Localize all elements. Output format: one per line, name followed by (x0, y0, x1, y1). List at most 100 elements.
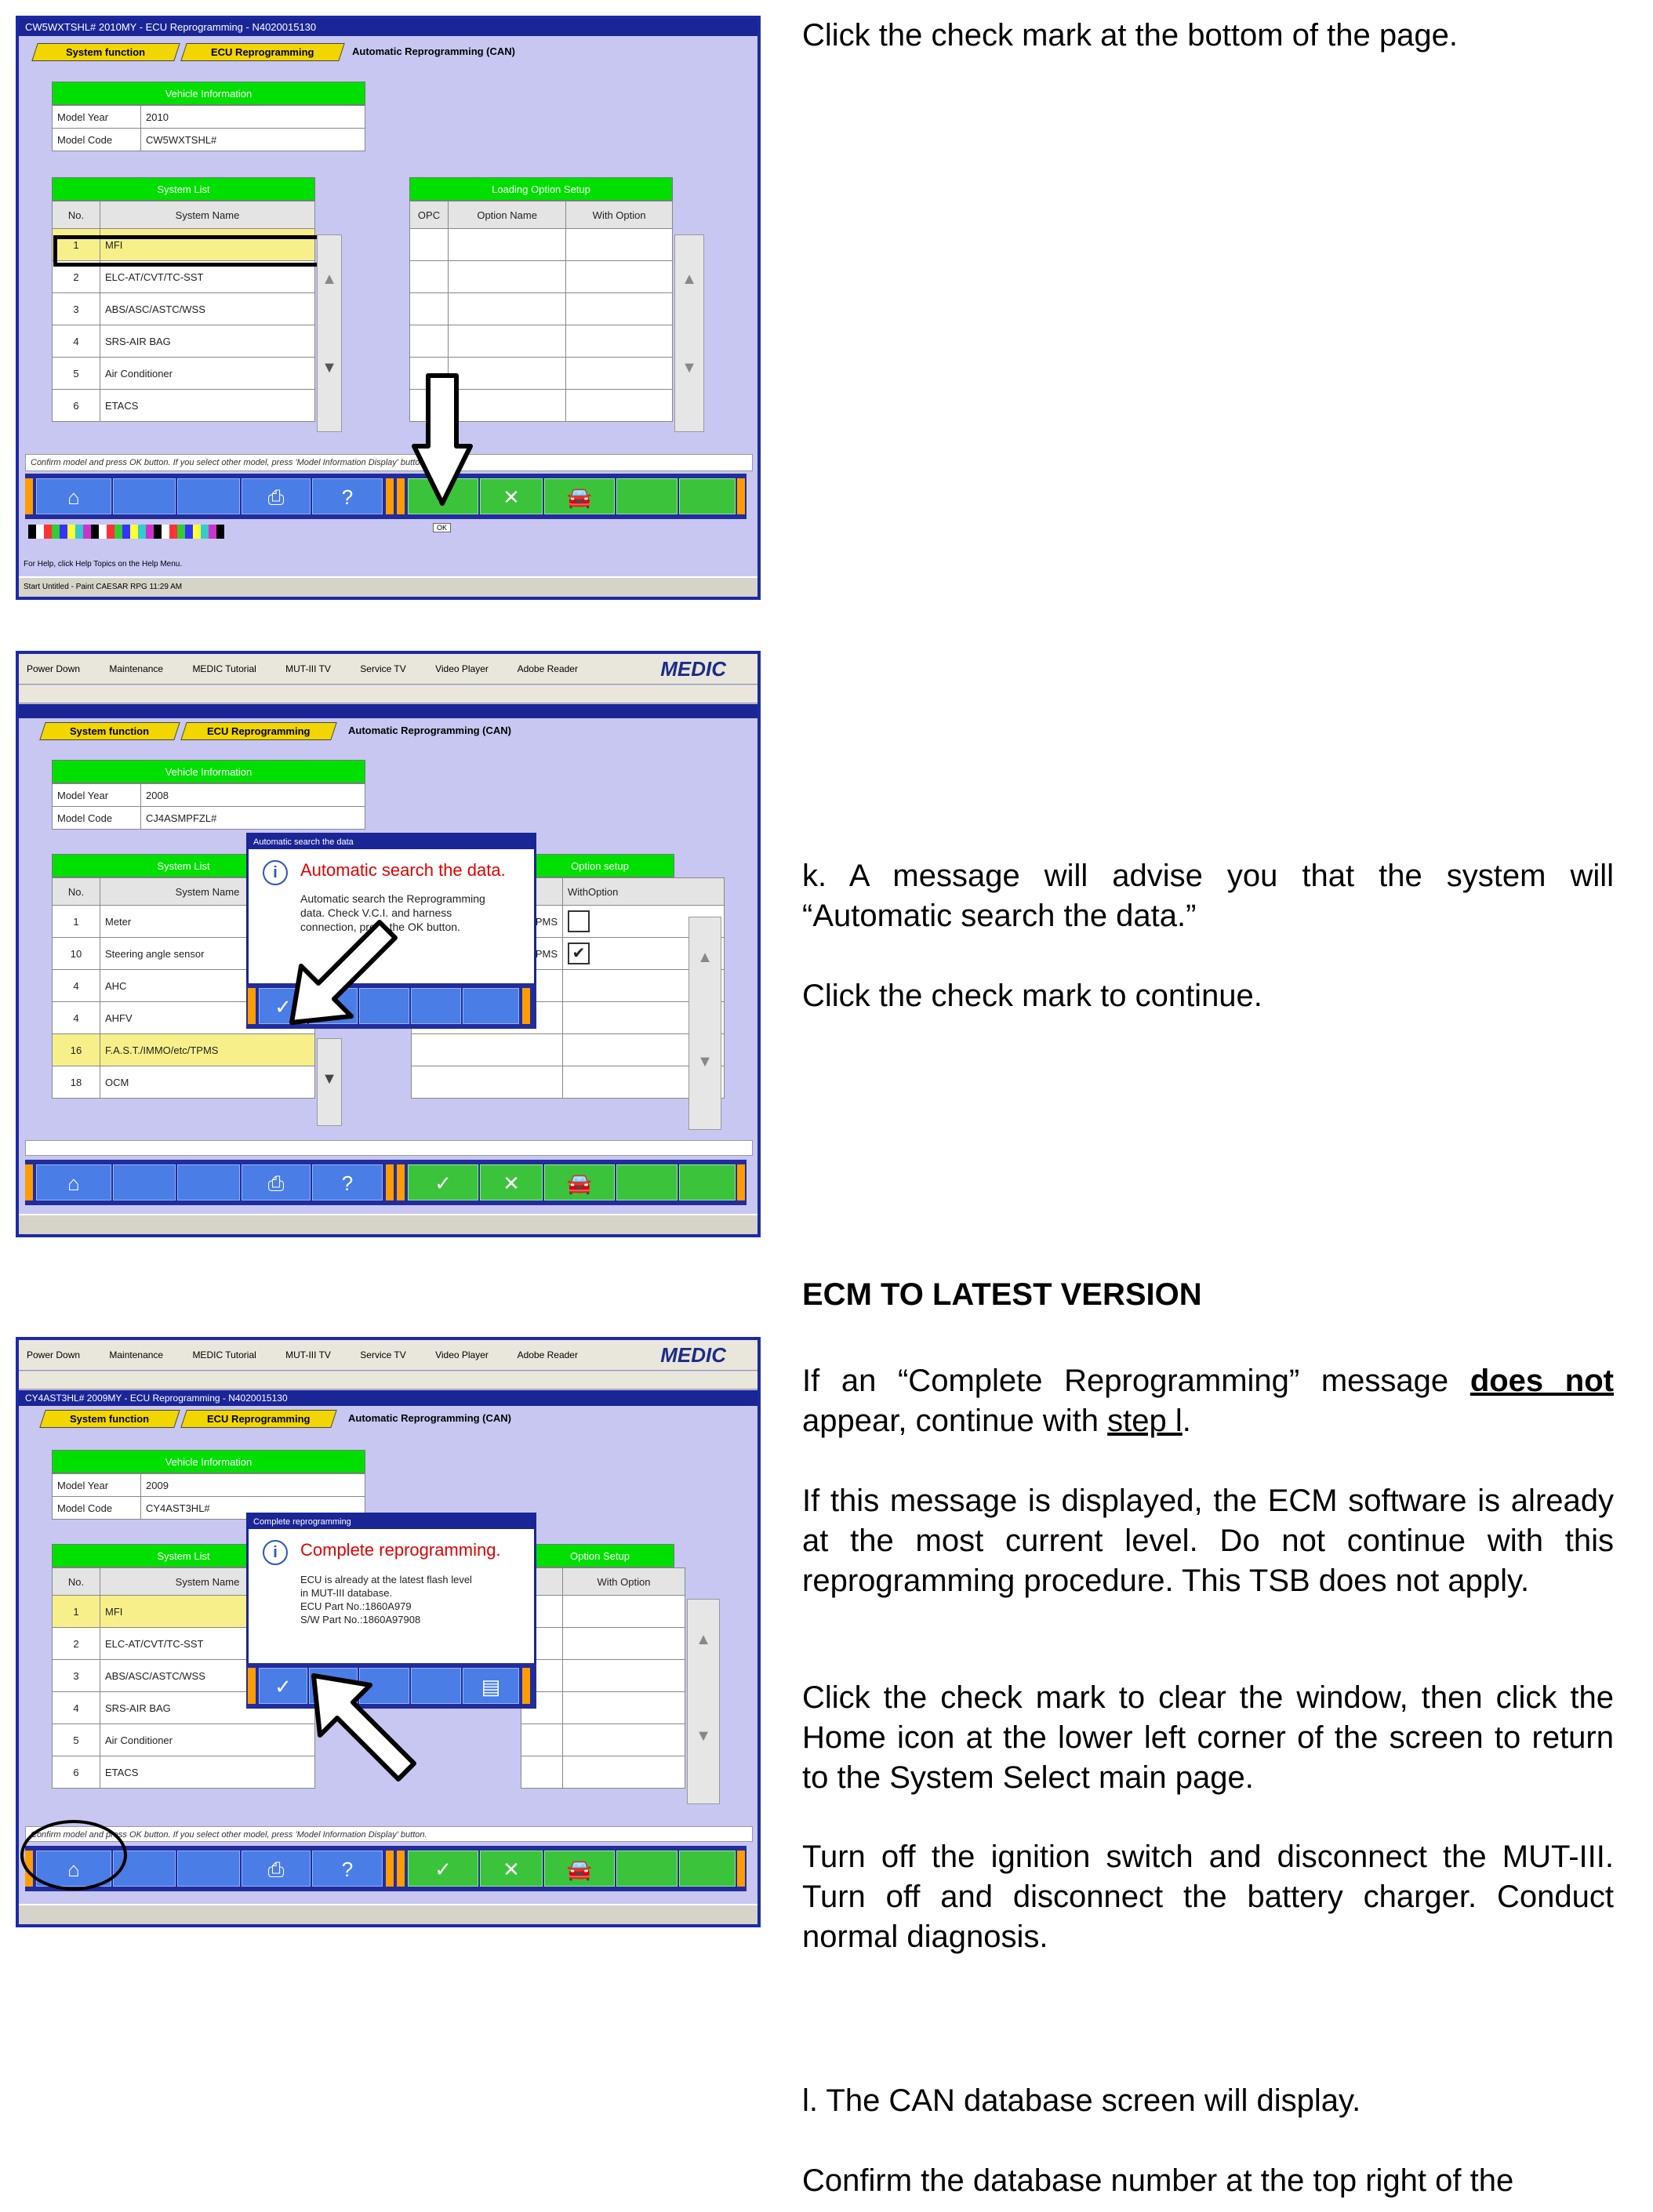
option-checkbox[interactable] (568, 910, 590, 932)
toolbar-mut-tv[interactable]: MUT-III TV (285, 1349, 331, 1360)
toolbar-maintenance[interactable]: Maintenance (109, 663, 164, 674)
toolbar-video-player[interactable]: Video Player (435, 663, 489, 674)
function-tabs: System function ECU Reprogramming Automa… (19, 41, 757, 61)
step-l-link[interactable]: step l (1107, 1404, 1183, 1438)
blank-button[interactable] (113, 1164, 176, 1200)
window-titlebar: CY4AST3HL# 2009MY - ECU Reprogramming - … (19, 1390, 757, 1406)
toolbar-adobe-reader[interactable]: Adobe Reader (517, 663, 578, 674)
option-checkbox-checked[interactable]: ✔ (568, 943, 590, 964)
function-tabs: System function ECU Reprogramming Automa… (19, 720, 757, 740)
blank-button[interactable] (679, 478, 736, 514)
scroll-down-icon[interactable]: ▼ (322, 359, 337, 376)
vehicle-info-header: Vehicle Information (52, 1450, 365, 1473)
toolbar-video-player[interactable]: Video Player (435, 1349, 489, 1360)
tab-automatic-reprogramming[interactable]: Automatic Reprogramming (CAN) (352, 45, 516, 57)
scroll-down-icon[interactable]: ▼ (322, 1070, 337, 1088)
home-button[interactable]: ⌂ (36, 1164, 111, 1200)
tab-automatic-reprogramming[interactable]: Automatic Reprogramming (CAN) (348, 1412, 512, 1424)
blank-button[interactable] (411, 1668, 461, 1704)
blank-button[interactable] (616, 478, 678, 514)
toolbar-maintenance[interactable]: Maintenance (109, 1349, 164, 1360)
home-icon-highlight-circle (20, 1820, 127, 1891)
scroll-down-icon[interactable]: ▼ (681, 359, 697, 376)
blank-button[interactable] (616, 1164, 678, 1200)
pointer-arrow-diagonal (311, 1673, 416, 1782)
blank-button[interactable] (463, 988, 519, 1024)
function-tabs: System function ECU Reprogramming Automa… (19, 1407, 757, 1428)
cancel-button[interactable]: ✕ (480, 478, 543, 514)
tab-system-function[interactable]: System function (39, 722, 180, 740)
info-icon: i (263, 1540, 288, 1565)
print-button[interactable]: ⎙ (242, 1164, 311, 1200)
blank-button[interactable] (616, 1851, 678, 1887)
help-icon: ? (341, 1858, 354, 1881)
blank-button[interactable] (177, 1851, 240, 1887)
blank-button[interactable] (411, 988, 461, 1024)
toolbar-medic-tutorial[interactable]: MEDIC Tutorial (192, 1349, 256, 1360)
option-scrollbar[interactable]: ▲▼ (674, 234, 704, 432)
toolbar-power-down[interactable]: Power Down (27, 1349, 81, 1360)
scroll-up-icon[interactable]: ▲ (696, 1631, 711, 1648)
taskbar (19, 1904, 757, 1924)
tab-ecu-reprogramming[interactable]: ECU Reprogramming (180, 1410, 337, 1428)
pointer-arrow-down (412, 373, 473, 506)
help-button[interactable]: ? (312, 1164, 383, 1200)
vehicle-button[interactable]: 🚘 (544, 1851, 615, 1887)
system-list-scrollbar[interactable]: ▲▼ (317, 234, 342, 432)
already-current-note: If this message is displayed, the ECM so… (802, 1484, 1614, 1598)
toolbar-medic-tutorial[interactable]: MEDIC Tutorial (192, 663, 256, 674)
document-icon: ▤ (481, 1675, 501, 1698)
help-button[interactable]: ? (312, 1851, 383, 1887)
ok-tooltip: OK (433, 523, 452, 532)
toolbar-mut-tv[interactable]: MUT-III TV (285, 663, 331, 674)
blank-button[interactable] (679, 1851, 736, 1887)
check-ok-button[interactable]: ✓ (408, 1851, 478, 1887)
taskbar (19, 1214, 757, 1234)
option-setup-table: With Option (521, 1567, 685, 1789)
scroll-down-icon[interactable]: ▼ (697, 1053, 713, 1070)
scroll-up-icon[interactable]: ▲ (697, 949, 713, 966)
print-button[interactable]: ⎙ (242, 478, 311, 514)
print-button[interactable]: ⎙ (242, 1851, 311, 1887)
option-scrollbar[interactable]: ▲▼ (688, 917, 721, 1130)
tab-automatic-reprogramming[interactable]: Automatic Reprogramming (CAN) (348, 725, 512, 736)
tab-system-function[interactable]: System function (31, 43, 180, 61)
blank-button[interactable] (177, 478, 240, 514)
dialog-check-button[interactable]: ✓ (259, 1668, 307, 1704)
scroll-up-icon[interactable]: ▲ (681, 271, 697, 288)
vehicle-button[interactable]: 🚘 (544, 1164, 615, 1200)
details-button[interactable]: ▤ (463, 1668, 519, 1704)
tab-ecu-reprogramming[interactable]: ECU Reprogramming (180, 43, 345, 61)
blank-button[interactable] (359, 988, 409, 1024)
home-button[interactable]: ⌂ (36, 478, 111, 514)
toolbar-service-tv[interactable]: Service TV (360, 1349, 406, 1360)
help-button[interactable]: ? (312, 478, 383, 514)
toolbar-adobe-reader[interactable]: Adobe Reader (517, 1349, 578, 1360)
check-ok-button[interactable]: ✓ (408, 1164, 478, 1200)
tab-system-function[interactable]: System function (39, 1410, 180, 1428)
status-message: Confirm model and press OK button. If yo… (25, 454, 753, 471)
blank-button[interactable] (679, 1164, 736, 1200)
cancel-button[interactable]: ✕ (480, 1851, 543, 1887)
cancel-button[interactable]: ✕ (480, 1164, 543, 1200)
system-list-scrollbar[interactable]: ▼ (317, 1038, 342, 1126)
instruction-click-check-bottom: Click the check mark at the bottom of th… (802, 18, 1458, 53)
vehicle-button[interactable]: 🚘 (544, 478, 615, 514)
scroll-down-icon[interactable]: ▼ (696, 1727, 711, 1745)
option-scrollbar[interactable]: ▲▼ (687, 1599, 720, 1804)
blank-button[interactable] (177, 1164, 240, 1200)
toolbar-service-tv[interactable]: Service TV (360, 663, 406, 674)
tab-ecu-reprogramming[interactable]: ECU Reprogramming (180, 722, 337, 740)
scroll-up-icon[interactable]: ▲ (322, 271, 337, 288)
blank-button[interactable] (113, 478, 176, 514)
toolbar-power-down[interactable]: Power Down (27, 663, 81, 674)
